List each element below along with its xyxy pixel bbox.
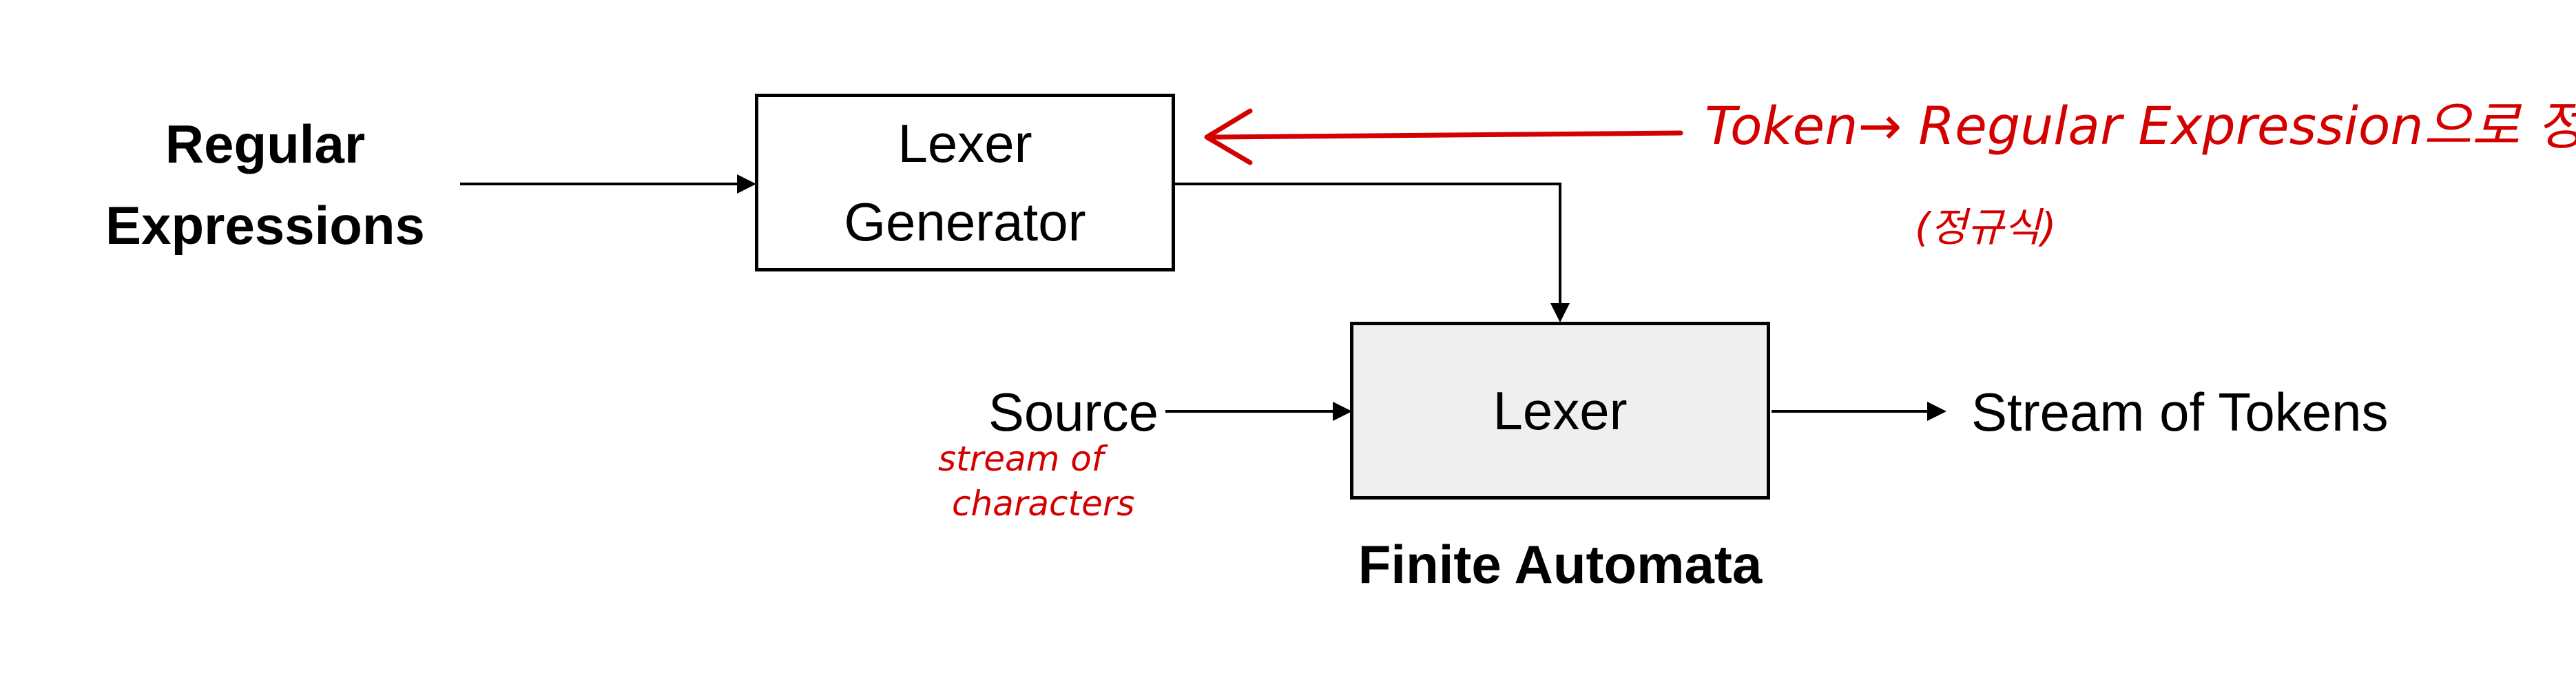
arrow-lexer-to-output (1772, 402, 1946, 421)
lexer-label: Lexer (1493, 380, 1628, 441)
source-note-line1: stream of (938, 439, 1104, 479)
source-label: Source (988, 382, 1159, 442)
token-note: Token→ Regular Expression으로 정의 (1705, 95, 2576, 156)
arrow-source-to-lexer (1165, 402, 1352, 421)
lexer-box: Lexer (1350, 322, 1770, 500)
source-note-line2: characters (952, 484, 1135, 524)
token-note-sub: (정규식) (1915, 204, 2057, 251)
lexer-generator-box: Lexer Generator (755, 94, 1175, 271)
output-label: Stream of Tokens (1971, 382, 2389, 442)
arrow-generator-to-lexer (1174, 183, 1570, 322)
lexer-caption: Finite Automata (1358, 534, 1763, 595)
input-label-line1: Regular (165, 114, 366, 174)
input-label-line2: Expressions (105, 195, 425, 256)
input-label: Regular Expressions (103, 103, 427, 266)
arrow-regex-to-generator (460, 174, 756, 194)
lexer-generator-line2: Generator (844, 192, 1086, 252)
lexer-generator-line1: Lexer (897, 113, 1032, 174)
annotation-arrow (1204, 108, 1683, 165)
